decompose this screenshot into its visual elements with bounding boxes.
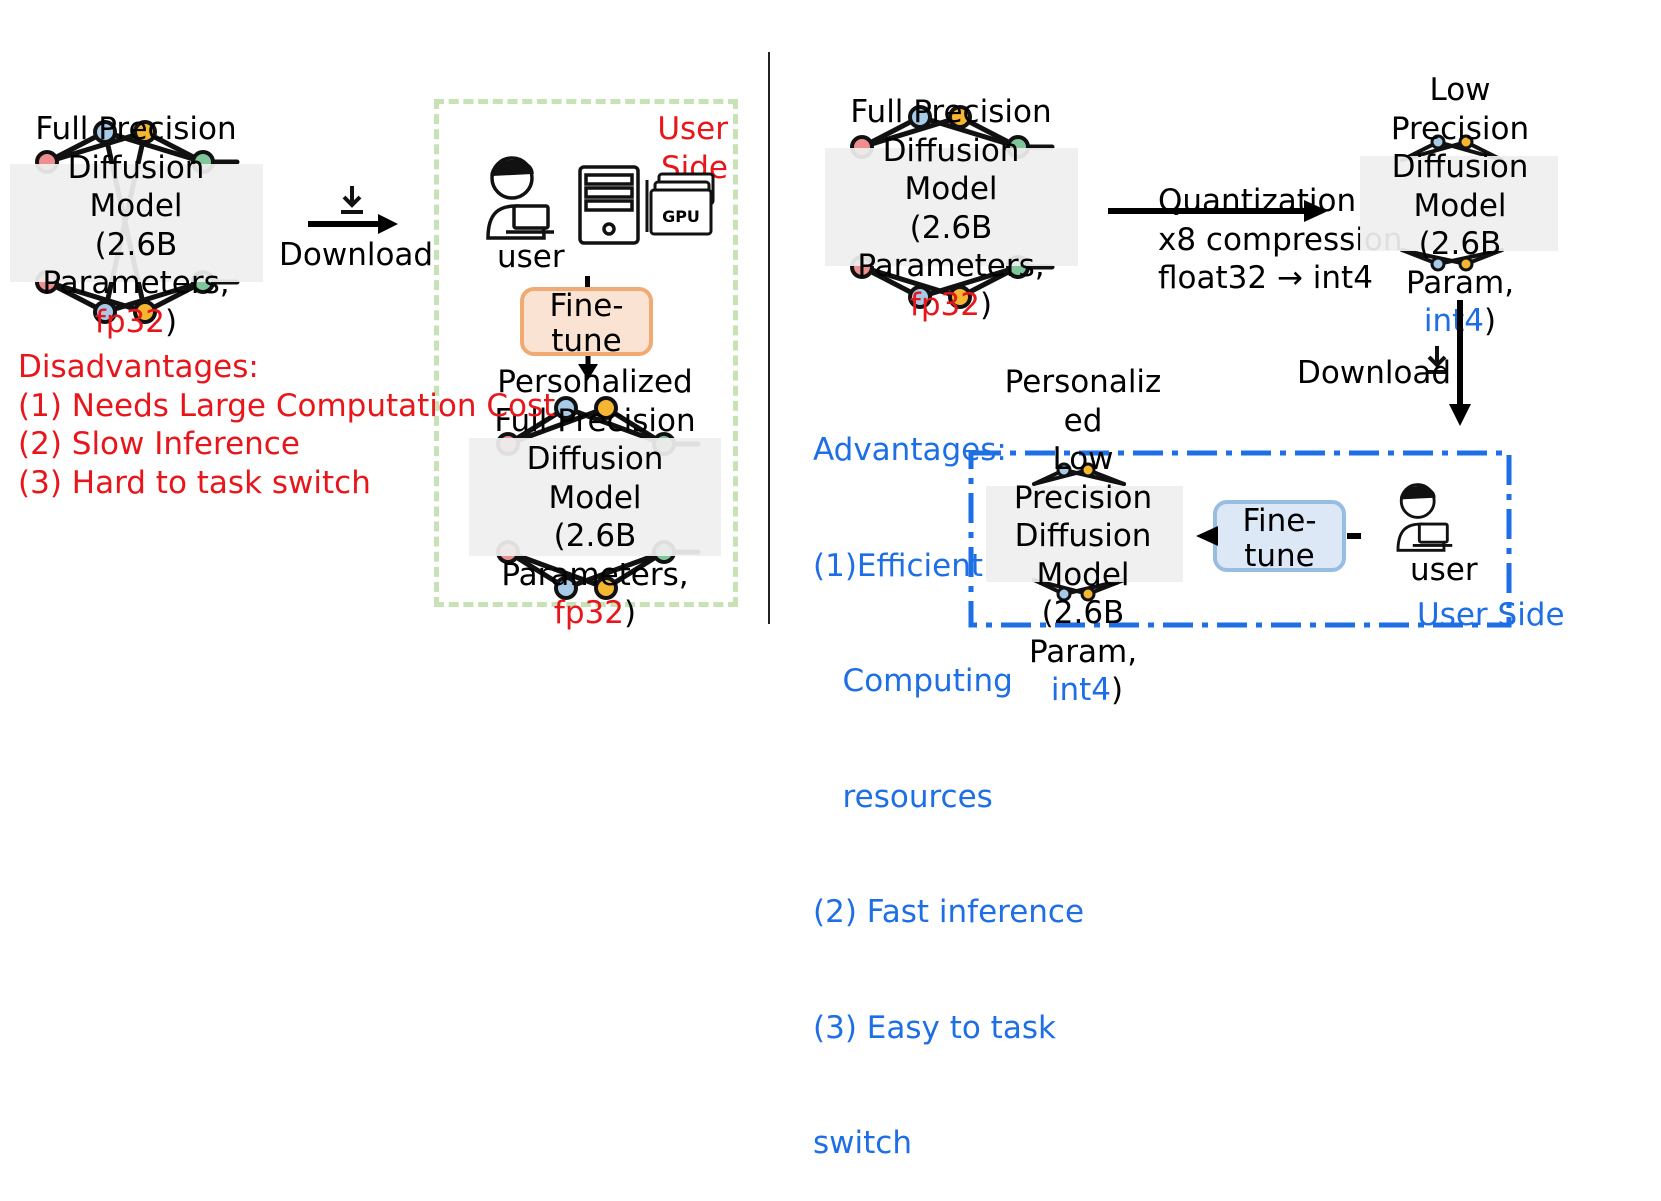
model-label-band	[1360, 156, 1558, 251]
advantages-title: Advantages:	[813, 432, 1007, 468]
disadvantage-item: (1) Needs Large Computation Cost	[18, 387, 556, 424]
left-finetune-box: Fine- tune	[520, 287, 653, 359]
download-icon	[341, 186, 363, 214]
right-finetune-box: Fine- tune	[1213, 500, 1346, 574]
left-user-side-label: User Side	[657, 111, 728, 186]
user-icon	[486, 156, 554, 240]
disadvantage-item: (3) Hard to task switch	[18, 464, 371, 501]
right-user-side-label: User Side	[1417, 597, 1565, 633]
right-flow-arrow	[1196, 526, 1218, 546]
precision-tag: int4	[1423, 303, 1485, 339]
model-label-band	[986, 486, 1183, 582]
personalized-low-precision-tag: int4)	[1050, 672, 1124, 708]
quantization-arrow	[1108, 200, 1328, 222]
download-arrow	[1449, 300, 1471, 426]
right-user-side-box	[968, 450, 1512, 628]
gpu-icon: GPU	[645, 172, 715, 236]
computer-icon	[578, 165, 640, 245]
left-full-model-label: Full Precision Diffusion Model (2.6B Par…	[35, 111, 237, 340]
download-arrow	[308, 214, 398, 234]
precision-tag: fp32	[94, 303, 165, 340]
model-label-band	[469, 438, 721, 556]
precision-tag: fp32	[909, 286, 980, 323]
disadvantage-item: (2) Slow Inference	[18, 426, 300, 462]
quantization-text: Quantization x8 compression float32 → in…	[1158, 183, 1403, 296]
low-precision-model-label: Low Precision Diffusion Model (2.6B Para…	[1390, 72, 1530, 339]
personalized-low-model-label: Personaliz ed Low Precision Diffusion Mo…	[1004, 364, 1162, 670]
right-flow-line	[1347, 533, 1361, 539]
disadvantages-list: Disadvantages: (1) Needs Large Computati…	[18, 348, 578, 502]
right-user-label: user	[1410, 552, 1478, 588]
left-personalized-model-label: Personalized Full Precision Diffusion Mo…	[494, 364, 696, 631]
left-user-side-box	[434, 99, 738, 607]
disadvantages-title: Disadvantages:	[18, 349, 259, 385]
advantage-item: (1)Efficient	[813, 547, 984, 584]
advantage-item: resources	[813, 778, 993, 815]
advantage-item: (2) Fast inference	[813, 894, 1085, 930]
left-user-label: user	[497, 239, 565, 275]
user-icon	[1396, 483, 1453, 552]
right-download-label: Download	[1297, 355, 1452, 391]
gpu-label: GPU	[662, 207, 700, 226]
panel-divider	[768, 52, 770, 624]
advantage-item: (3) Easy to task	[813, 1009, 1056, 1046]
neural-network-icon	[1032, 462, 1126, 602]
model-label-band	[10, 164, 263, 282]
download-icon	[1426, 346, 1448, 374]
precision-tag: int4	[1050, 672, 1112, 708]
precision-tag: fp32	[553, 595, 624, 631]
right-full-model-label: Full Precision Diffusion Model (2.6B Par…	[850, 94, 1052, 323]
model-label-band	[825, 148, 1078, 266]
advantage-item: switch	[813, 1125, 912, 1161]
advantage-item: Computing	[813, 663, 1013, 699]
download-label: Download	[279, 237, 434, 273]
